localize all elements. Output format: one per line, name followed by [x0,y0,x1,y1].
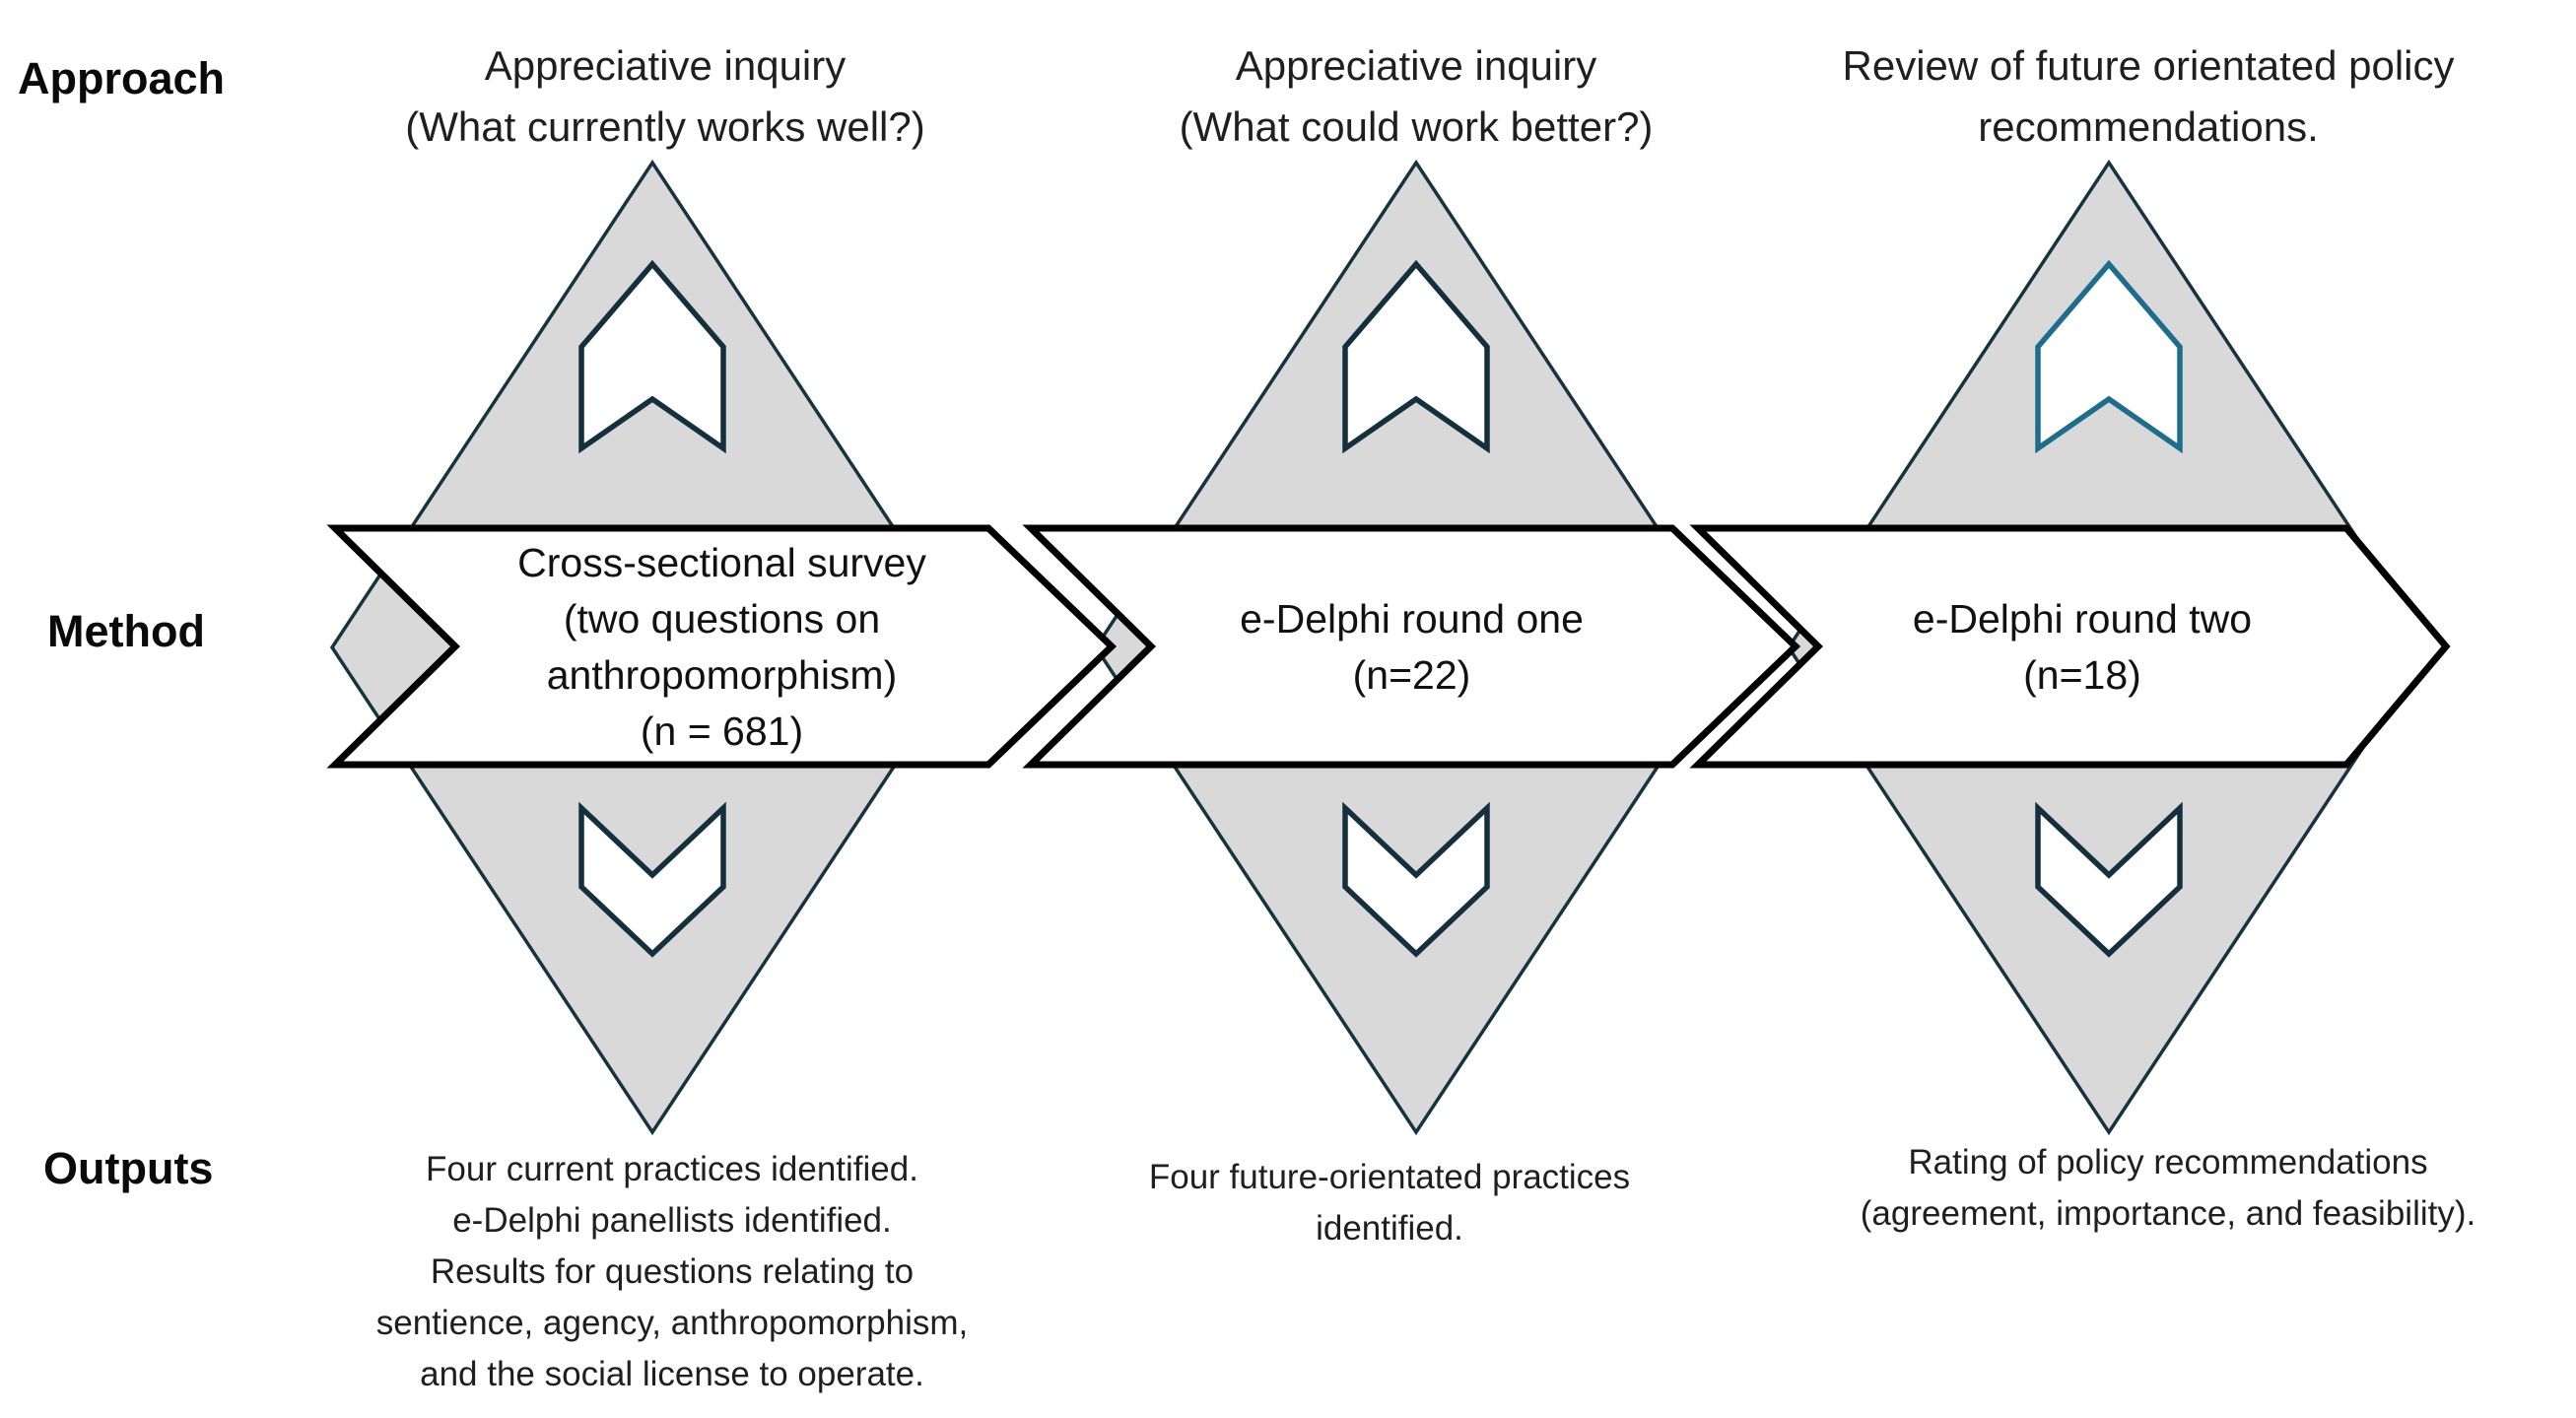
output-line: identified. [1316,1209,1463,1248]
chevron-up-icon [1342,259,1490,454]
method-banner-2-shape [1022,524,1801,769]
output-line: Rating of policy recommendations [1908,1143,2428,1182]
method-line: Cross-sectional survey [517,540,926,585]
chevron-up-icon [2035,259,2183,454]
outputs-text-column-3: Rating of policy recommendations (agreem… [1764,1137,2572,1240]
approach-text-column-3: Review of future orientated policy recom… [1764,35,2533,158]
row-label-method: Method [47,606,205,656]
method-line: e-Delphi round one [1240,596,1584,641]
method-line: anthropomorphism) [546,652,898,698]
method-banner-1-text: Cross-sectional survey (two questions on… [455,530,988,765]
approach-text-column-2: Appreciative inquiry (What could work be… [1032,35,1800,158]
method-line: (n=18) [2023,652,2141,698]
output-line: (agreement, importance, and feasibility)… [1860,1194,2476,1233]
method-line: e-Delphi round two [1912,596,2253,641]
approach-line: (What could work better?) [1179,103,1654,150]
approach-line: Review of future orientated policy [1842,42,2455,89]
output-line: e-Delphi panellists identified. [452,1201,892,1240]
row-label-approach: Approach [18,53,226,103]
chevron-down-icon [2035,801,2183,958]
approach-line: Appreciative inquiry [1235,42,1597,89]
row-label-outputs: Outputs [43,1143,214,1193]
method-banner-3-text: e-Delphi round two (n=18) [1818,530,2346,765]
outputs-text-column-1: Four current practices identified. e-Del… [258,1144,1086,1400]
approach-line: Appreciative inquiry [484,42,847,89]
method-line: (n=22) [1352,652,1471,698]
method-banner-1-shape [326,524,1118,769]
output-line: sentience, agency, anthropomorphism, [375,1304,969,1342]
chevron-up-icon [578,259,726,454]
method-line: (n = 681) [640,709,804,754]
method-banner-3-shape [1689,524,2451,769]
method-line: (two questions on [563,596,881,641]
approach-line: (What currently works well?) [405,103,925,150]
output-line: and the social license to operate. [420,1355,924,1393]
approach-line: recommendations. [1978,103,2319,150]
output-line: Results for questions relating to [430,1252,915,1291]
outputs-text-column-2: Four future-orientated practices identif… [976,1152,1803,1254]
output-line: Four future-orientated practices [1148,1158,1631,1196]
method-banner-2-text: e-Delphi round one (n=22) [1151,530,1672,765]
output-line: Four current practices identified. [426,1150,918,1188]
chevron-down-icon [578,801,726,958]
approach-text-column-1: Appreciative inquiry (What currently wor… [281,35,1050,158]
chevron-down-icon [1342,801,1490,958]
